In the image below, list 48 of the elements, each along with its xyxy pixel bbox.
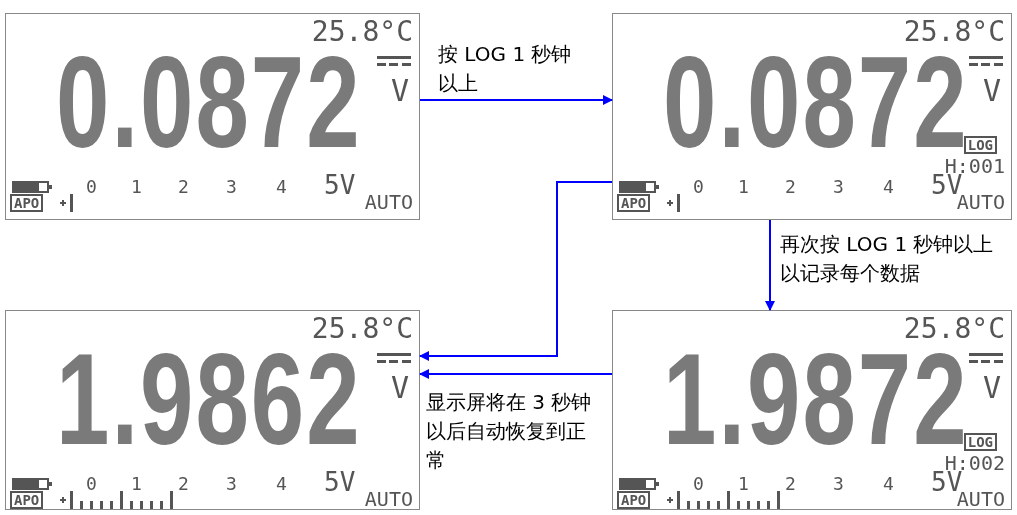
scale-number: 2 — [785, 178, 796, 196]
scale-number: 4 — [276, 178, 287, 196]
scale-number: 1 — [131, 475, 142, 493]
arrow — [765, 219, 775, 311]
unit-symbol: V — [390, 373, 409, 403]
scale-number: 3 — [833, 475, 844, 493]
scale-number: 0 — [86, 178, 97, 196]
lcd-screen — [5, 310, 420, 510]
scale-number: 2 — [178, 475, 189, 493]
auto-power-off-indicator: APO — [617, 194, 651, 212]
scale-number: 1 — [738, 475, 749, 493]
memory-number: H:001 — [944, 156, 1005, 176]
log-indicator: LOG — [963, 433, 997, 451]
scale-number: 1 — [131, 178, 142, 196]
temperature-reading: 25.8°C — [903, 18, 1005, 46]
scale-number: 4 — [276, 475, 287, 493]
memory-number: H:002 — [944, 453, 1005, 473]
auto-power-off-indicator: APO — [617, 491, 651, 509]
scale-number: 4 — [883, 178, 894, 196]
arrow — [419, 95, 613, 105]
scale-number: 1 — [738, 178, 749, 196]
log-indicator: LOG — [963, 136, 997, 154]
scale-number: 3 — [226, 178, 237, 196]
unit-symbol: V — [982, 373, 1001, 403]
temperature-reading: 25.8°C — [903, 315, 1005, 343]
scale-number: 0 — [693, 475, 704, 493]
scale-number: 4 — [883, 475, 894, 493]
auto-power-off-indicator: APO — [10, 491, 44, 509]
auto-power-off-indicator: APO — [10, 194, 44, 212]
lcd-screen — [5, 13, 420, 220]
auto-range-indicator: AUTO — [956, 192, 1005, 212]
lcd-screen — [612, 310, 1012, 510]
auto-range-indicator: AUTO — [364, 489, 413, 509]
arrow — [419, 181, 613, 361]
scale-number: 0 — [86, 475, 97, 493]
auto-range-indicator: AUTO — [364, 192, 413, 212]
scale-number: 3 — [226, 475, 237, 493]
scale-number: 0 — [693, 178, 704, 196]
arrow — [419, 369, 613, 379]
range-label: 5V — [324, 172, 356, 198]
scale-number: 2 — [178, 178, 189, 196]
range-label: 5V — [324, 469, 356, 495]
scale-number: 3 — [833, 178, 844, 196]
unit-symbol: V — [982, 76, 1001, 106]
scale-number: 2 — [785, 475, 796, 493]
lcd-screen — [612, 13, 1012, 220]
auto-range-indicator: AUTO — [956, 489, 1005, 509]
unit-symbol: V — [390, 76, 409, 106]
